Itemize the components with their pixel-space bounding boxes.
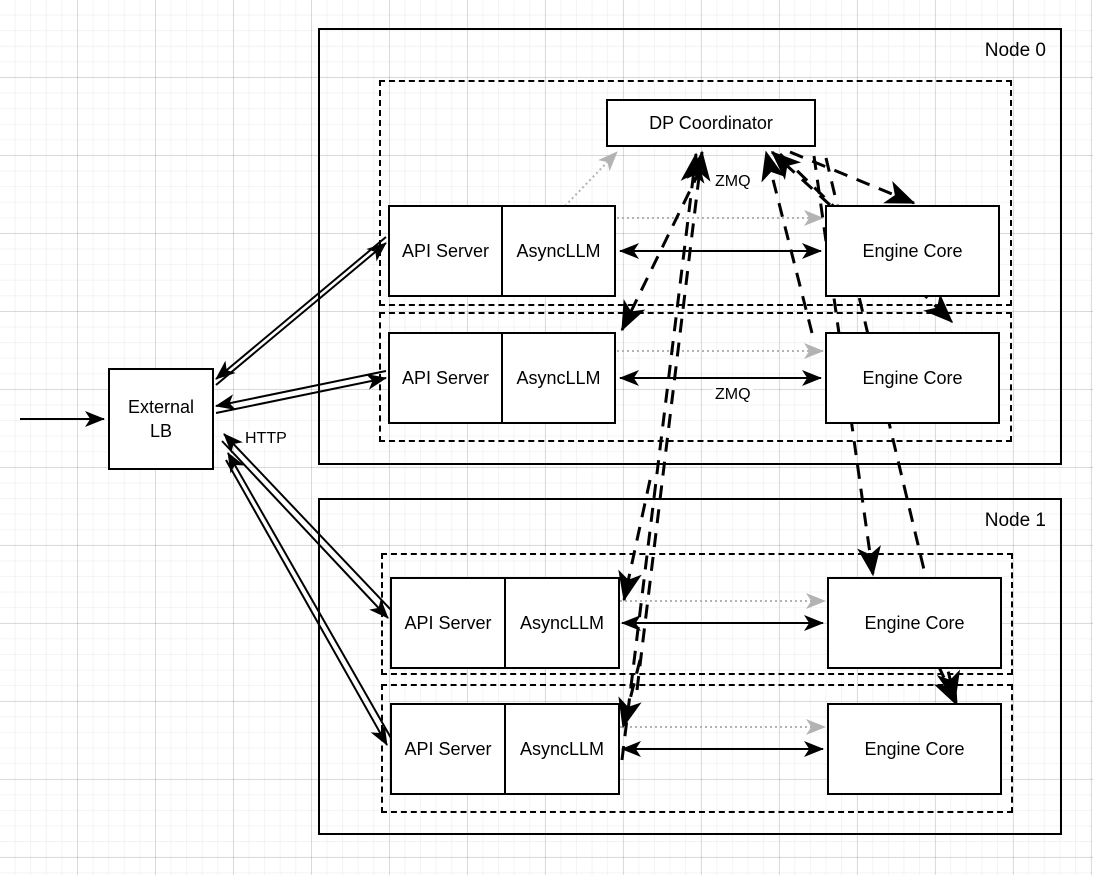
zmq-label-top: ZMQ — [713, 173, 753, 191]
node-0-replica-1-group — [379, 312, 1012, 442]
node-1-replica-1-group — [381, 684, 1013, 813]
node-1-replica-1-enginecore[interactable]: Engine Core — [827, 703, 1002, 795]
node-group-1: Node 1 — [318, 498, 1062, 835]
node-0-title: Node 0 — [984, 40, 1046, 61]
node-1-replica-0-group — [381, 553, 1013, 675]
dp-coordinator-box[interactable]: DP Coordinator — [606, 99, 816, 147]
node-0-replica-0-group — [379, 80, 1012, 306]
engine-core-label: Engine Core — [862, 240, 963, 261]
asyncllm-label: AsyncLLM — [516, 367, 601, 388]
api-server-label: API Server — [392, 579, 506, 667]
engine-core-label: Engine Core — [864, 738, 965, 759]
dp-coordinator-label: DP Coordinator — [649, 112, 773, 133]
node-1-replica-0-apiserver-asyncllm[interactable]: API Server AsyncLLM — [390, 577, 620, 669]
external-lb-box[interactable]: External LB — [108, 368, 214, 470]
node-1-replica-1-apiserver-asyncllm[interactable]: API Server AsyncLLM — [390, 703, 620, 795]
external-lb-label-line2: LB — [149, 421, 173, 441]
node-0-replica-0-apiserver-asyncllm[interactable]: API Server AsyncLLM — [388, 205, 616, 297]
api-server-label: API Server — [390, 334, 503, 422]
external-lb-label-line1: External — [127, 396, 195, 417]
api-server-label: API Server — [392, 705, 506, 793]
engine-core-label: Engine Core — [862, 367, 963, 388]
asyncllm-label: AsyncLLM — [519, 612, 605, 633]
node-0-replica-1-apiserver-asyncllm[interactable]: API Server AsyncLLM — [388, 332, 616, 424]
node-1-title: Node 1 — [984, 510, 1046, 531]
api-server-label: API Server — [390, 207, 503, 295]
asyncllm-label: AsyncLLM — [516, 240, 601, 261]
node-0-replica-0-enginecore[interactable]: Engine Core — [825, 205, 1000, 297]
zmq-label-bottom: ZMQ — [713, 386, 753, 404]
engine-core-label: Engine Core — [864, 612, 965, 633]
http-label: HTTP — [243, 430, 289, 448]
node-group-0: Node 0 — [318, 28, 1062, 465]
node-1-replica-0-enginecore[interactable]: Engine Core — [827, 577, 1002, 669]
node-0-replica-1-enginecore[interactable]: Engine Core — [825, 332, 1000, 424]
asyncllm-label: AsyncLLM — [519, 738, 605, 759]
